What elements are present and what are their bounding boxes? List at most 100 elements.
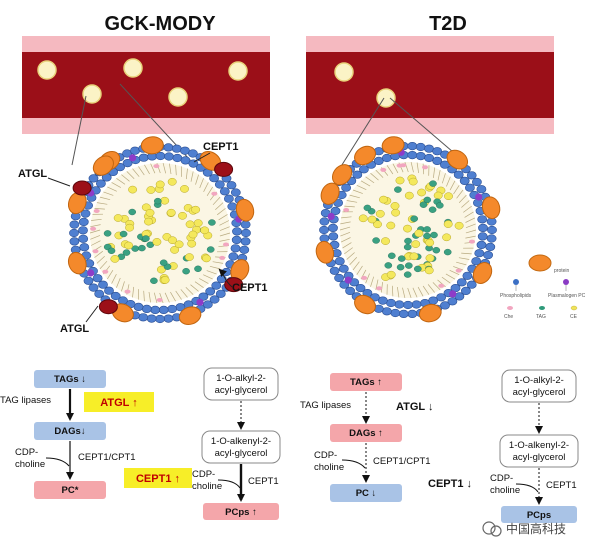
- phospholipid-head: [407, 142, 418, 151]
- tag-molecule: [182, 268, 190, 275]
- lipid-tail: [209, 265, 221, 270]
- phospholipid-head: [329, 266, 340, 275]
- phospholipid-head: [214, 180, 225, 189]
- phospholipid-head: [377, 296, 388, 305]
- left-tags-box: [34, 370, 106, 388]
- phospholipid-head: [474, 249, 485, 258]
- lipid-tail: [175, 290, 182, 300]
- lipid-tail: [194, 281, 204, 288]
- watermark: 中国高科技: [482, 521, 566, 537]
- lipid-tail: [199, 278, 209, 284]
- phospholipid-head: [415, 152, 426, 161]
- apolipoprotein: [92, 155, 114, 176]
- lipid-tail: [206, 186, 213, 196]
- tag-molecule: [430, 231, 438, 239]
- left-alkyl-2: acyl-glycerol: [215, 385, 268, 396]
- ce-molecule: [110, 255, 120, 263]
- right-alkenyl-2: acyl-glycerol: [513, 452, 566, 463]
- phospholipid-head: [436, 293, 446, 302]
- right-cept1-text: CEPT1 ↓: [428, 478, 472, 490]
- phospholipid-head: [447, 297, 458, 306]
- ce-molecule: [358, 214, 368, 223]
- ce-molecule: [454, 221, 464, 230]
- left-tag-lipases: TAG lipases: [0, 395, 51, 406]
- lipid-tail: [148, 291, 151, 303]
- phospholipid-head: [188, 159, 199, 168]
- apolipoprotein: [381, 136, 405, 155]
- plasmalogen-pc: [449, 290, 457, 298]
- left-dags-text: DAGs↓: [54, 426, 85, 437]
- lipid-tail: [199, 178, 204, 189]
- lipid-tail: [216, 208, 226, 216]
- tag-molecule: [423, 226, 431, 233]
- phospholipid-head: [110, 291, 121, 301]
- phospholipid-head: [241, 228, 251, 238]
- lipid-tail: [446, 176, 451, 187]
- phospholipid-head: [88, 283, 99, 292]
- left-panel-title: GCK-MODY: [104, 13, 216, 35]
- lipid-tail: [132, 168, 140, 177]
- lipid-tail: [386, 165, 394, 175]
- phospholipid-head: [219, 187, 230, 196]
- plasmalogen-pc: [344, 276, 352, 284]
- ce-molecule: [152, 238, 162, 246]
- che-molecule: [343, 208, 350, 212]
- ce-molecule: [395, 176, 405, 185]
- phospholipid-head: [319, 225, 329, 235]
- enzyme: [72, 180, 92, 196]
- lipid-tail: [458, 194, 467, 204]
- phospholipid-head: [407, 151, 418, 160]
- che-molecule: [438, 283, 445, 288]
- tag-molecule: [142, 235, 150, 242]
- phospholipid-head: [471, 257, 482, 266]
- che-molecule: [376, 286, 383, 291]
- ce-molecule: [411, 240, 421, 248]
- phospholipid-head: [330, 206, 341, 215]
- ce-molecule: [425, 254, 435, 262]
- lipid-tail: [349, 256, 358, 266]
- left-dags-box: [34, 422, 106, 440]
- apolipoprotein: [178, 306, 202, 326]
- tag-molecule: [443, 248, 452, 256]
- phospholipid-head: [390, 308, 401, 318]
- tag-molecule: [432, 246, 441, 254]
- phospholipid-head: [79, 243, 90, 252]
- lipid-tail: [195, 174, 199, 185]
- phospholipid-head: [211, 281, 222, 290]
- right-alkenyl-box: [499, 434, 579, 468]
- right-panel-title: T2D: [429, 13, 467, 35]
- ce-molecule: [201, 254, 211, 263]
- phospholipid-head: [163, 143, 174, 152]
- tag-molecule: [403, 243, 412, 251]
- phospholipid-head: [138, 153, 149, 162]
- lipid-tail: [441, 173, 446, 184]
- label-cept1-bottom: CEPT1: [232, 282, 267, 294]
- lipid-tail: [144, 164, 150, 175]
- phospholipid-head: [460, 286, 471, 296]
- phospholipid-head: [485, 242, 496, 251]
- phospholipid-head: [122, 159, 133, 168]
- left-alkenyl-box: [201, 430, 281, 464]
- lipid-tail: [90, 240, 101, 246]
- phospholipid-head: [78, 226, 88, 235]
- phospholipid-head: [198, 292, 209, 301]
- lipid-tail: [360, 180, 371, 187]
- left-alkyl-1: 1-O-alkyl-2-: [216, 373, 266, 384]
- lipid-tail: [126, 171, 135, 180]
- lipid-tail: [107, 270, 114, 280]
- apolipoprotein: [235, 198, 255, 222]
- phospholipid-head: [78, 234, 89, 243]
- lipid-tail: [397, 286, 400, 298]
- right-pl-cdp-1: CDP-: [490, 473, 513, 484]
- ce-molecule: [180, 185, 189, 193]
- lipid-tail: [465, 223, 476, 229]
- lipid-tail: [111, 274, 117, 284]
- ce-molecule: [444, 192, 453, 201]
- phospholipid-head: [462, 271, 473, 280]
- ce-molecule: [442, 233, 452, 242]
- phospholipid-head: [476, 185, 487, 194]
- phospholipid-head: [187, 149, 198, 158]
- lipid-tail: [465, 217, 476, 223]
- legend-plasmalogen-icon: [563, 279, 569, 285]
- left-blood-vessel: [22, 36, 270, 134]
